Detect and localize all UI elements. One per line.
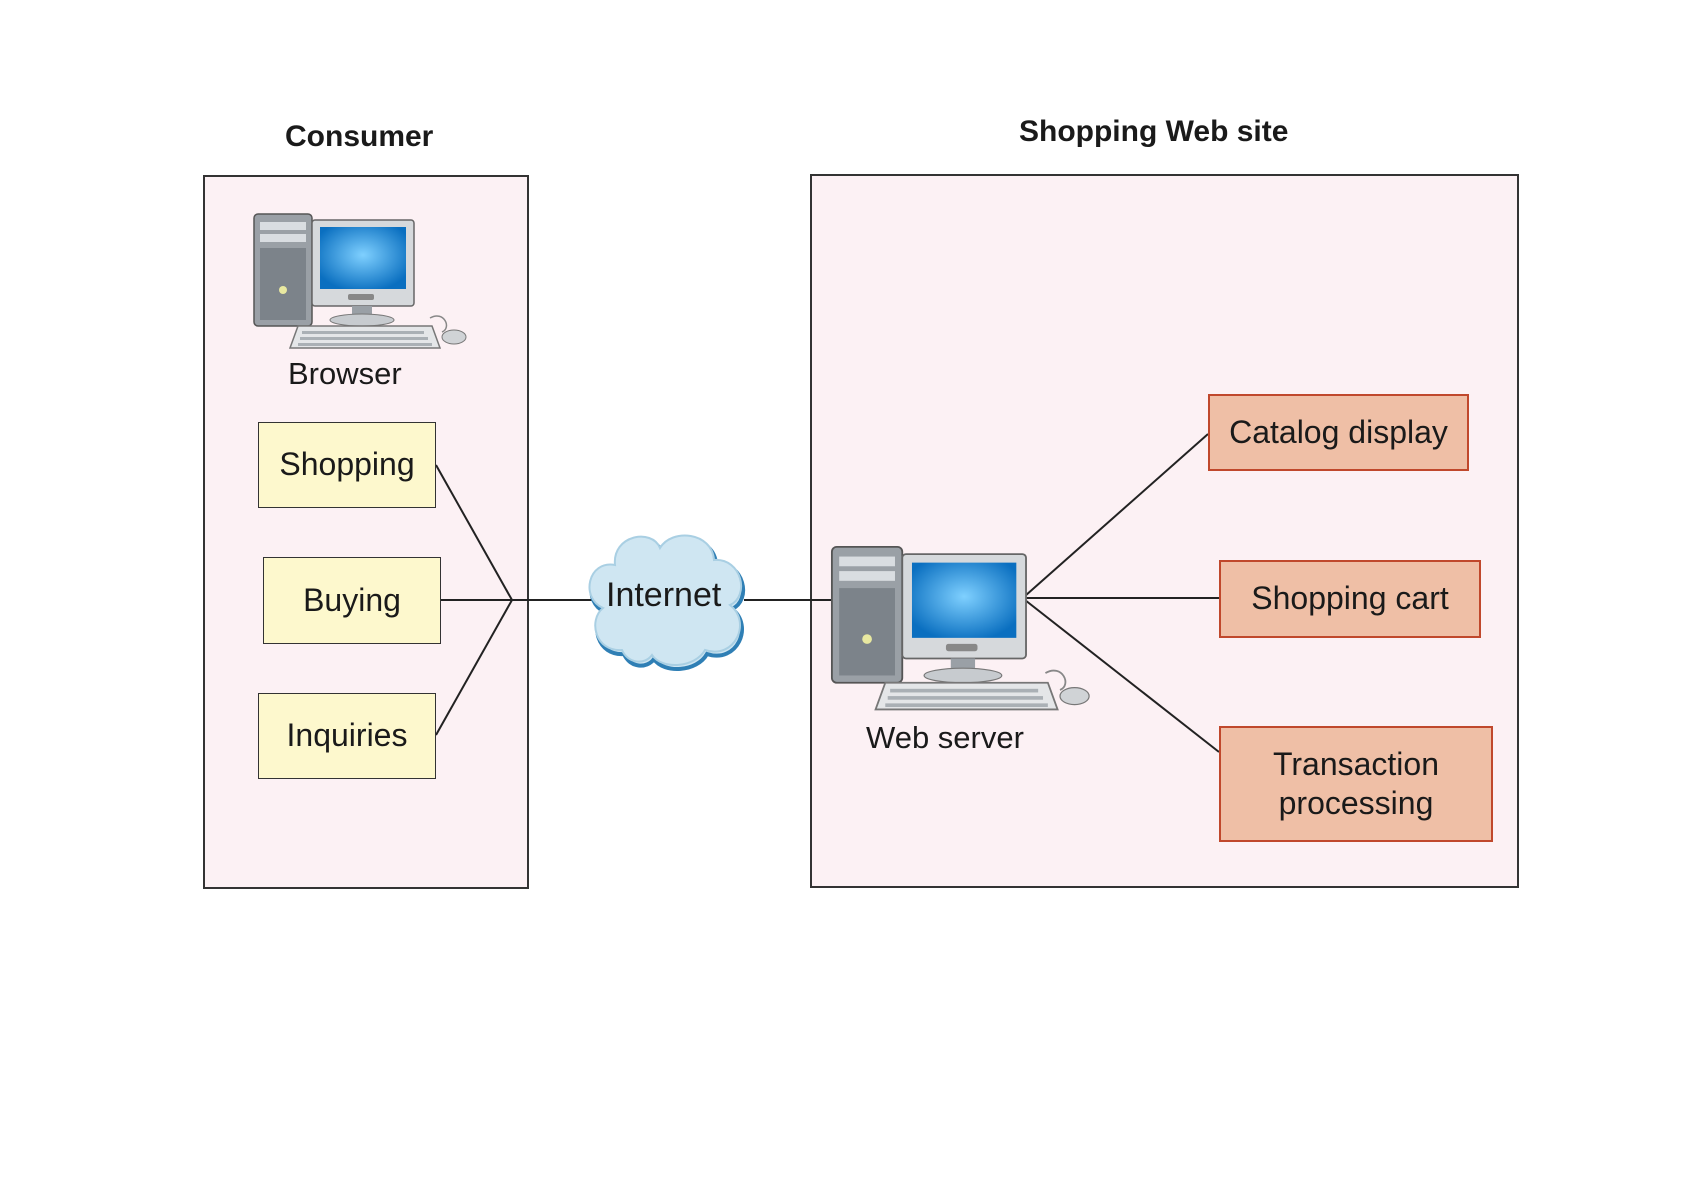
browser-label: Browser [288,356,402,392]
buying-box: Buying [263,557,441,644]
desktop-computer-icon [252,210,482,360]
internet-label: Internet [606,576,721,615]
shopping-cart-box: Shopping cart [1219,560,1481,638]
transaction-processing-box: Transaction processing [1219,726,1493,842]
desktop-computer-icon [826,542,1112,724]
shopping-box: Shopping [258,422,436,508]
web-server-label: Web server [866,720,1024,756]
inquiries-box: Inquiries [258,693,436,779]
catalog-display-box: Catalog display [1208,394,1469,471]
